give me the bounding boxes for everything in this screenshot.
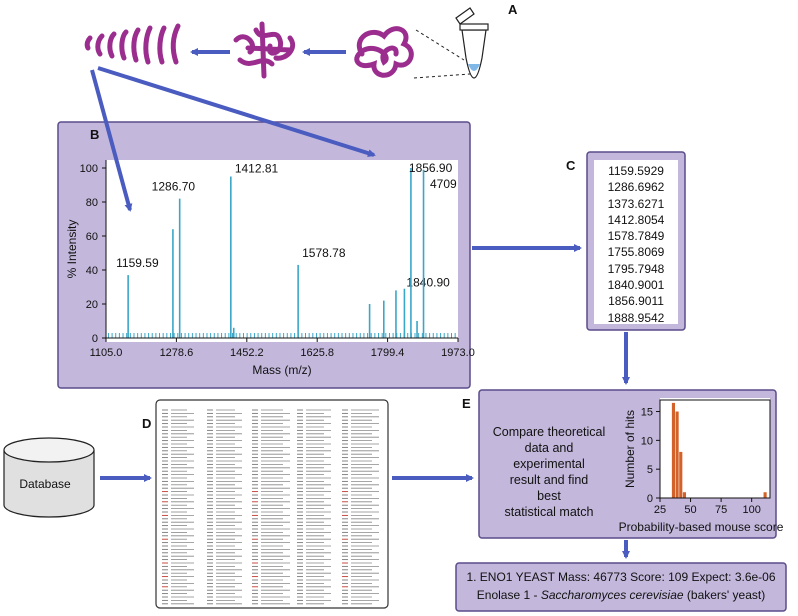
x-tick-label: 1452.2	[230, 347, 264, 359]
x-tick-label: 75	[715, 504, 727, 516]
database-icon	[3, 437, 95, 518]
y-tick-label: 10	[641, 435, 653, 447]
database-listing	[162, 409, 379, 605]
match-result: 1. ENO1 YEAST Mass: 46773 Score: 109 Exp…	[458, 568, 784, 604]
x-tick-label: 100	[742, 504, 760, 516]
x-tick-label: 1278.6	[160, 347, 194, 359]
compare-line: Compare theoretical	[492, 425, 606, 439]
partially-unfolded-protein-icon	[233, 21, 296, 79]
mass-value: 1159.5929	[608, 164, 664, 178]
compare-line: statistical match	[504, 505, 594, 519]
folded-protein-icon	[354, 26, 414, 78]
mass-list: 1159.5929 1286.6962 1373.6271 1412.8054 …	[597, 163, 675, 326]
result-protein-name: Enolase 1 -	[476, 588, 541, 602]
peak-label: 1286.70	[152, 180, 196, 194]
y-axis-label: % Intensity	[65, 220, 79, 279]
flow-arrows	[90, 48, 630, 559]
x-tick-label: 25	[654, 504, 666, 516]
peak-label: 1840.90	[406, 276, 450, 290]
mass-value: 1412.8054	[607, 212, 665, 227]
histogram-bar	[679, 451, 683, 498]
compare-line: result and find	[509, 473, 589, 487]
y-tick-label: 100	[80, 163, 98, 175]
y-tick-label: 40	[86, 265, 98, 277]
panel-letter-e: E	[462, 396, 471, 411]
x-axis-label: Mass (m/z)	[252, 363, 311, 377]
arrow-peptides-to-peak-low	[90, 69, 133, 212]
mass-value: 1856.9011	[608, 294, 664, 309]
panel-letter-c: C	[566, 158, 576, 173]
mass-value: 1755.8069	[607, 245, 665, 260]
y-tick-label: 0	[92, 333, 98, 345]
x-tick-label: 1973.0	[441, 347, 475, 359]
histogram-bar	[682, 492, 687, 498]
y-axis-label: Number of hits	[623, 410, 637, 488]
compare-description: Compare theoretical data and experimenta…	[489, 424, 609, 520]
panel-d-document	[155, 399, 389, 609]
mass-list-area	[594, 160, 678, 324]
compare-line: data and experimental	[513, 441, 585, 471]
result-box	[455, 562, 787, 612]
histogram-frame	[659, 399, 771, 499]
y-tick-label: 5	[647, 464, 653, 476]
result-common-name: (bakers' yeast)	[683, 588, 766, 602]
spectrum-plot-area	[106, 160, 458, 342]
histogram-bar	[675, 411, 679, 498]
x-axis-label: Probability-based mouse score	[619, 520, 784, 534]
panel-letter-b: B	[90, 127, 100, 142]
y-tick-label: 60	[86, 231, 98, 243]
x-tick-label: 1105.0	[90, 347, 123, 359]
spectrum-annotation: 4709	[430, 177, 457, 191]
spectrum-chart: 1159.59 1286.70 1412.81 1578.78 1840.90 1856.…	[65, 160, 475, 377]
result-line-2: Enolase 1 - Saccharomyces cerevisiae (ba…	[458, 586, 784, 604]
mass-value: 1795.7948	[607, 261, 665, 276]
result-species: Saccharomyces cerevisiae	[540, 588, 684, 602]
panel-letter-a: A	[508, 2, 518, 17]
mass-value: 1840.9001	[607, 278, 665, 293]
peak-label: 1159.59	[116, 256, 159, 270]
compare-line: best	[537, 489, 561, 503]
peak-label: 1856.90	[409, 161, 453, 175]
peak-label: 1412.81	[235, 162, 279, 176]
panel-letter-d: D	[142, 416, 152, 431]
database-label: Database	[19, 477, 71, 491]
x-tick-label: 50	[684, 504, 696, 516]
mass-value: 1578.7849	[607, 229, 665, 244]
y-tick-label: 20	[86, 299, 98, 311]
sample-tube-icon	[413, 7, 489, 79]
peptide-fragments-icon	[84, 23, 181, 65]
peak-label: 1578.78	[302, 246, 346, 260]
histogram-bar	[671, 402, 676, 498]
y-tick-label: 15	[641, 407, 653, 419]
histogram-bar	[763, 492, 767, 498]
mass-value: 1888.9542	[607, 310, 665, 325]
arrow-peptides-to-peak-high	[97, 66, 376, 158]
x-tick-label: 1625.8	[300, 347, 334, 359]
y-tick-label: 80	[86, 197, 98, 209]
result-line-1: 1. ENO1 YEAST Mass: 46773 Score: 109 Exp…	[466, 570, 776, 584]
y-tick-label: 0	[647, 493, 653, 505]
x-tick-label: 1799.4	[371, 347, 405, 359]
mass-value: 1373.6271	[607, 196, 665, 211]
mass-value: 1286.6962	[607, 180, 665, 195]
